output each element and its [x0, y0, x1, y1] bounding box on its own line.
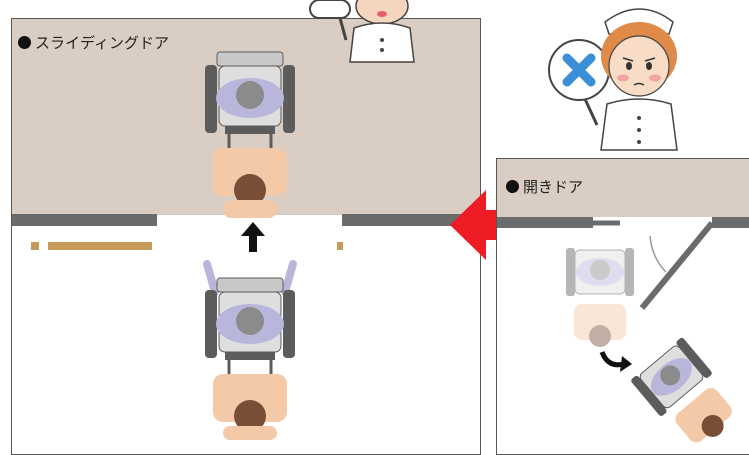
hinged-wall-left: [497, 217, 593, 228]
sliding-wall-right: [342, 214, 481, 226]
hinged-door-title: 開きドア: [506, 176, 583, 197]
bullet-icon: [18, 36, 31, 49]
curved-arrow-icon: [599, 351, 632, 372]
hinged-door-room-area: [497, 159, 749, 217]
wheelchair-user-rotated: [631, 337, 732, 443]
hinged-wall-right: [712, 217, 749, 228]
sliding-door-rail-short: [31, 242, 39, 250]
bullet-icon: [506, 180, 519, 193]
wheelchair-user-inside: [205, 51, 295, 218]
nurse-holding-circle-sign-icon: [309, 0, 415, 63]
wheelchair-user-faded: [566, 248, 634, 347]
sliding-door-rail-end: [337, 242, 343, 250]
left-red-arrow-icon: [450, 190, 504, 260]
sliding-door-panel-rail: [48, 242, 152, 250]
up-arrow-icon: [241, 222, 265, 252]
hinged-door-leaf: [593, 220, 715, 310]
sliding-door-title: スライディングドア: [18, 32, 169, 53]
nurse-holding-cross-sign-icon: [548, 8, 678, 151]
sliding-wall-left: [12, 214, 157, 226]
wheelchair-user-approaching: [203, 260, 297, 440]
